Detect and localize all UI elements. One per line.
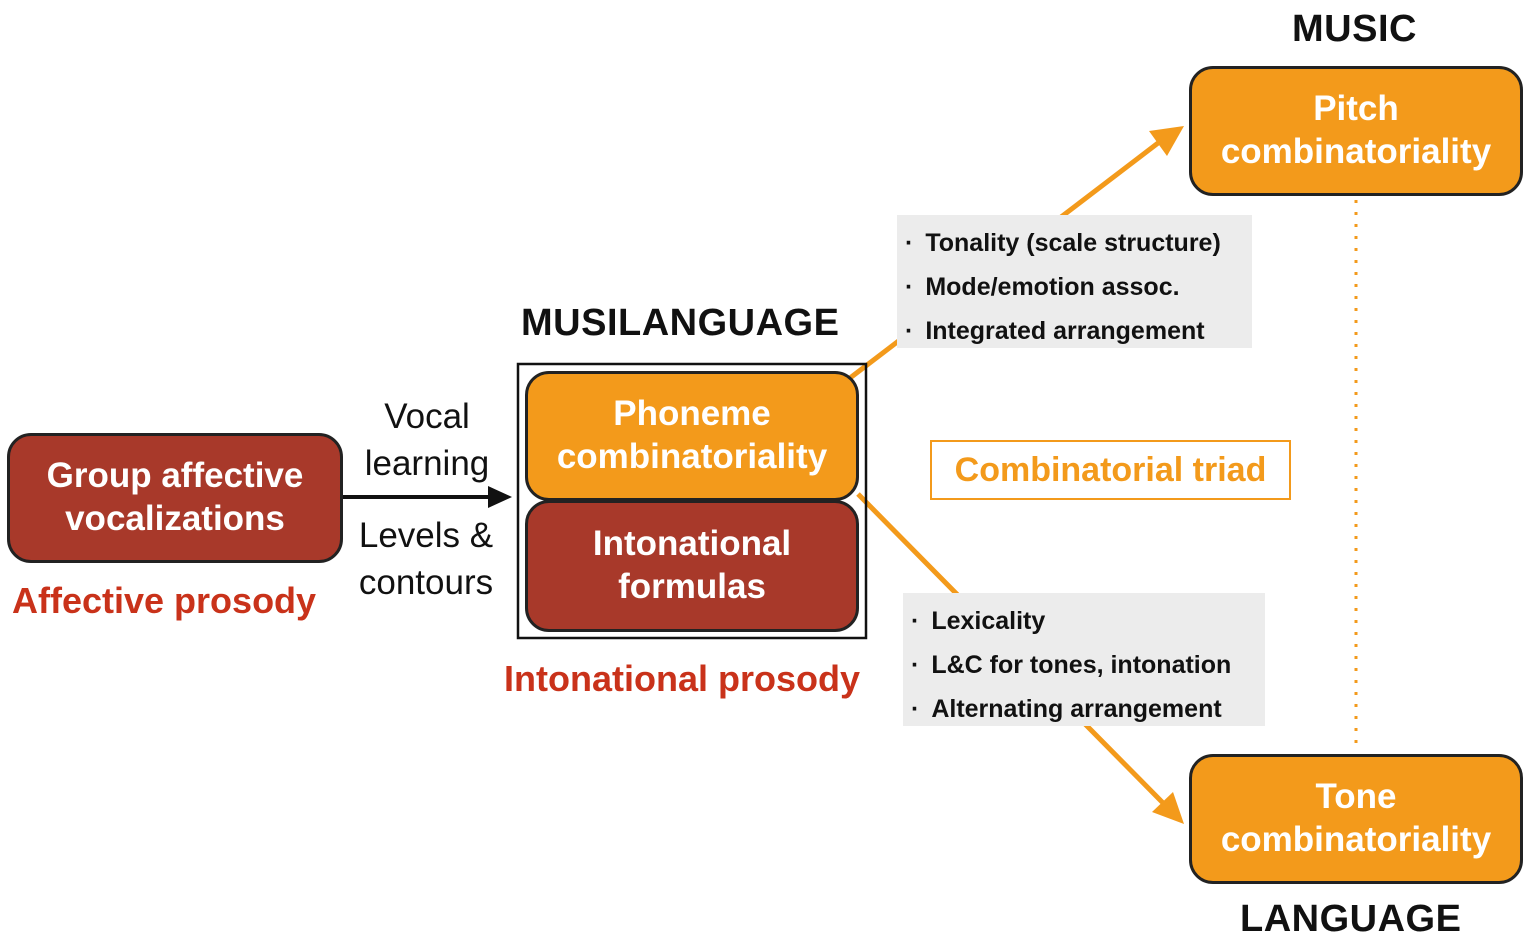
language-feature-item: Lexicality (911, 599, 1257, 643)
language-heading: LANGUAGE (1240, 898, 1462, 940)
tone-combinatoriality-label: Tone combinatoriality (1220, 777, 1492, 859)
language-branch-arrowhead (1152, 792, 1184, 824)
language-feature-item: L&C for tones, intonation (911, 643, 1257, 687)
intonational-prosody-label: Intonational prosody (504, 658, 860, 699)
phoneme-combinatoriality-node: Phoneme combinatoriality (525, 371, 859, 501)
combinatorial-triad-label: Combinatorial triad (930, 440, 1291, 500)
musilanguage-frame (516, 362, 868, 640)
language-feature-item: Alternating arrangement (911, 687, 1257, 731)
pitch-combinatoriality-label: Pitch combinatoriality (1220, 89, 1492, 171)
music-features-panel: Tonality (scale structure) Mode/emotion … (897, 215, 1252, 348)
music-branch-arrowhead (1149, 126, 1184, 156)
group-affective-vocalizations-label: Group affective vocalizations (46, 456, 304, 538)
music-feature-item: Tonality (scale structure) (905, 221, 1244, 265)
music-feature-item: Mode/emotion assoc. (905, 265, 1244, 309)
tone-combinatoriality-node: Tone combinatoriality (1189, 754, 1523, 884)
levels-contours-label: Levels & contours (358, 516, 494, 602)
intonational-formulas-node: Intonational formulas (525, 500, 859, 632)
musilanguage-heading: MUSILANGUAGE (521, 302, 840, 344)
combinatorial-triad-text: Combinatorial triad (954, 450, 1267, 489)
pitch-combinatoriality-node: Pitch combinatoriality (1189, 66, 1523, 196)
music-heading: MUSIC (1292, 8, 1417, 50)
group-affective-vocalizations-node: Group affective vocalizations (7, 433, 343, 563)
phoneme-combinatoriality-label: Phoneme combinatoriality (556, 394, 828, 476)
vocal-learning-arrowhead (488, 486, 512, 508)
vocal-learning-label: Vocal learning (364, 397, 490, 483)
music-feature-item: Integrated arrangement (905, 309, 1244, 353)
language-features-panel: Lexicality L&C for tones, intonation Alt… (903, 593, 1265, 726)
affective-prosody-label: Affective prosody (12, 580, 317, 621)
intonational-formulas-label: Intonational formulas (592, 524, 792, 606)
